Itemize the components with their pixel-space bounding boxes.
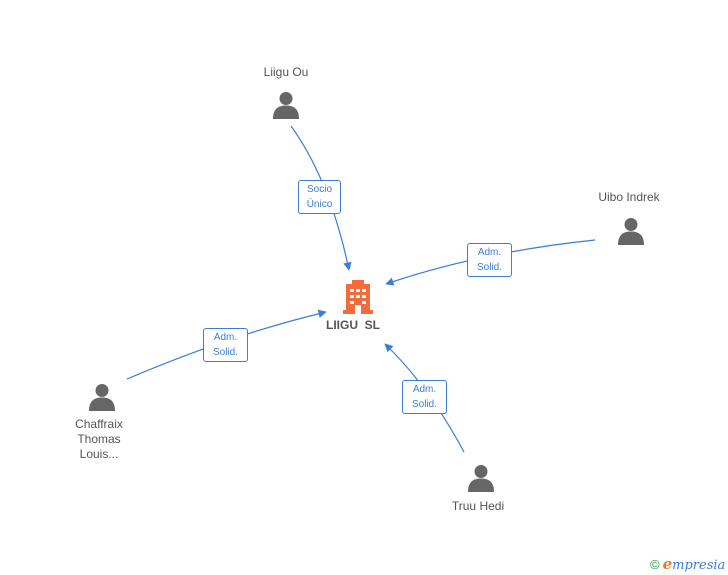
person-icon xyxy=(273,92,299,119)
footer-brand: ©empresia xyxy=(650,555,725,573)
relation-label: Adm. Solid. xyxy=(402,380,447,414)
company-name[interactable]: LIIGU SL xyxy=(326,318,380,332)
person-name-chaffraix[interactable]: Chaffraix Thomas Louis... xyxy=(75,417,123,461)
relation-label: Adm. Solid. xyxy=(467,243,512,277)
relation-label: Adm. Solid. xyxy=(203,328,248,362)
person-name-truu-hedi[interactable]: Truu Hedi xyxy=(451,499,505,513)
person-icon xyxy=(468,465,494,492)
person-name-liigu-ou[interactable]: Liigu Ou xyxy=(263,65,309,79)
relation-label: Socio Único xyxy=(298,180,341,214)
person-icon xyxy=(89,384,115,411)
copyright-icon: © xyxy=(650,557,660,572)
person-name-uibo-indrek[interactable]: Uibo Indrek xyxy=(598,190,660,204)
building-icon xyxy=(343,280,373,314)
person-icon xyxy=(618,218,644,245)
brand-logo: empresia xyxy=(662,555,726,573)
